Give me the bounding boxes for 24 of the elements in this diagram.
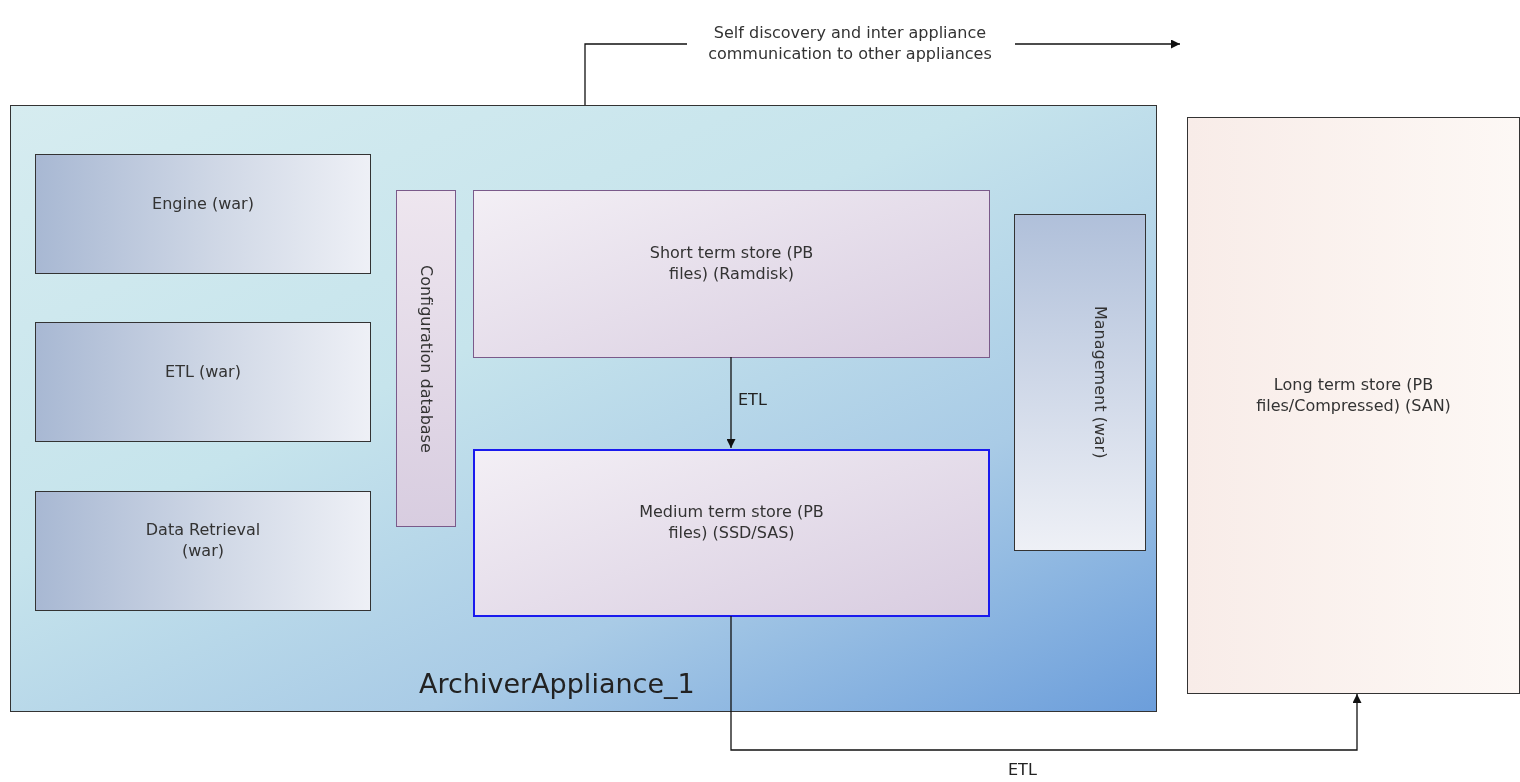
arrow (1014, 39, 1181, 49)
box-label: Configuration database (416, 264, 437, 453)
box-label: Long term store (PB files/Compressed) (SAN) (1255, 374, 1452, 417)
edge-label: ETL (1008, 760, 1037, 779)
box-label: Management (war) (1090, 306, 1110, 459)
store-box (473, 190, 990, 358)
arrow (730, 615, 1362, 751)
database-bar (396, 190, 456, 527)
component-bar (1014, 214, 1146, 551)
box-label: Data Retrieval (war) (144, 520, 262, 562)
box-label: ETL (war) (165, 361, 241, 383)
container-title: ArchiverAppliance_1 (419, 667, 695, 701)
appliance-container (10, 105, 1157, 712)
box-label: Medium term store (PB files) (SSD/SAS) (638, 502, 825, 544)
component-box (35, 154, 371, 274)
component-box (35, 322, 371, 442)
arrow (726, 356, 736, 449)
store-box (1187, 117, 1520, 694)
edge-label: ETL (738, 390, 767, 409)
store-box (473, 449, 990, 617)
box-label: Engine (war) (152, 193, 254, 215)
annotation-text: Self discovery and inter appliance communication to other appliances (707, 23, 993, 65)
box-label: Short term store (PB files) (Ramdisk) (648, 243, 815, 285)
component-box (35, 491, 371, 611)
